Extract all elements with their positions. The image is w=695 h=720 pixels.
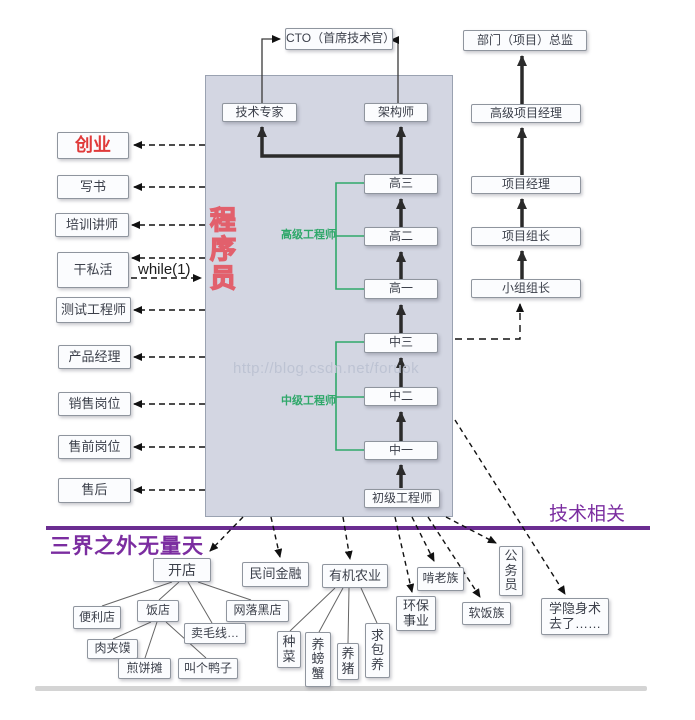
bottom-raise-pigs: 养猪 — [337, 643, 359, 680]
bottom-call-a-duck: 叫个鸭子 — [178, 658, 238, 679]
exit-freelance: 干私活 — [57, 252, 129, 288]
exit-write-book: 写书 — [57, 175, 129, 199]
exit-test-engineer: 测试工程师 — [56, 297, 131, 323]
mid-engineer-label: 中级工程师 — [281, 395, 336, 407]
node-junior-engineer: 初级工程师 — [364, 489, 440, 508]
beyond-three-realms-label: 三界之外无量天 — [50, 535, 204, 558]
node-tech-expert: 技术专家 — [222, 103, 297, 122]
node-team-lead: 小组组长 — [471, 279, 581, 298]
node-mid-1: 中一 — [364, 441, 438, 460]
bottom-invisibility-art: 学隐身术去了…… — [541, 598, 609, 635]
bottom-kept-man: 软饭族 — [462, 602, 511, 625]
bottom-raise-crabs: 养螃蟹 — [305, 632, 331, 687]
bottom-parasite-on-parents: 啃老族 — [417, 567, 464, 591]
node-senior-pm: 高级项目经理 — [471, 104, 581, 123]
bottom-organic-farming: 有机农业 — [322, 564, 388, 588]
bottom-seek-sponsor: 求包养 — [365, 623, 390, 678]
exit-trainer: 培训讲师 — [55, 213, 129, 237]
while-loop-label: while(1) — [138, 261, 191, 278]
bottom-open-shop: 开店 — [153, 558, 211, 582]
node-architect: 架构师 — [364, 103, 428, 122]
exit-startup: 创业 — [57, 132, 129, 159]
programmer-vertical-label: 程序员 — [209, 205, 236, 293]
bottom-civil-servant: 公务员 — [499, 546, 523, 596]
watermark-text: http://blog.csdn.net/foruok — [233, 360, 420, 377]
tech-related-label: 技术相关 — [549, 504, 626, 525]
bottom-roujiamo: 肉夹馍 — [87, 639, 138, 659]
exit-product-manager: 产品经理 — [58, 345, 131, 369]
exit-aftersales: 售后 — [58, 478, 131, 503]
bottom-convenience-store: 便利店 — [73, 606, 121, 629]
node-cto: CTO（首席技术官） — [285, 28, 395, 50]
senior-engineer-label: 高级工程师 — [281, 229, 336, 241]
bottom-online-shop: 网落黑店 — [226, 600, 289, 622]
exit-sales: 销售岗位 — [58, 392, 131, 416]
bottom-sell-yarn: 卖毛线… — [184, 623, 246, 644]
node-project-lead: 项目组长 — [471, 227, 581, 246]
bottom-shadow — [35, 686, 647, 691]
node-senior-2: 高二 — [364, 227, 438, 246]
node-pm: 项目经理 — [471, 176, 581, 194]
bottom-restaurant: 饭店 — [137, 600, 179, 622]
node-senior-1: 高一 — [364, 279, 438, 299]
bottom-environmental-cause: 环保事业 — [396, 596, 436, 631]
bottom-folk-finance: 民间金融 — [242, 562, 309, 587]
exit-presales: 售前岗位 — [58, 435, 131, 459]
bottom-pancake-stand: 煎饼摊 — [118, 658, 171, 679]
bottom-grow-vegetables: 种菜 — [277, 631, 301, 668]
node-senior-3: 高三 — [364, 174, 438, 194]
node-director: 部门（项目）总监 — [463, 30, 587, 51]
node-mid-3: 中三 — [364, 333, 438, 353]
node-mid-2: 中二 — [364, 387, 438, 406]
